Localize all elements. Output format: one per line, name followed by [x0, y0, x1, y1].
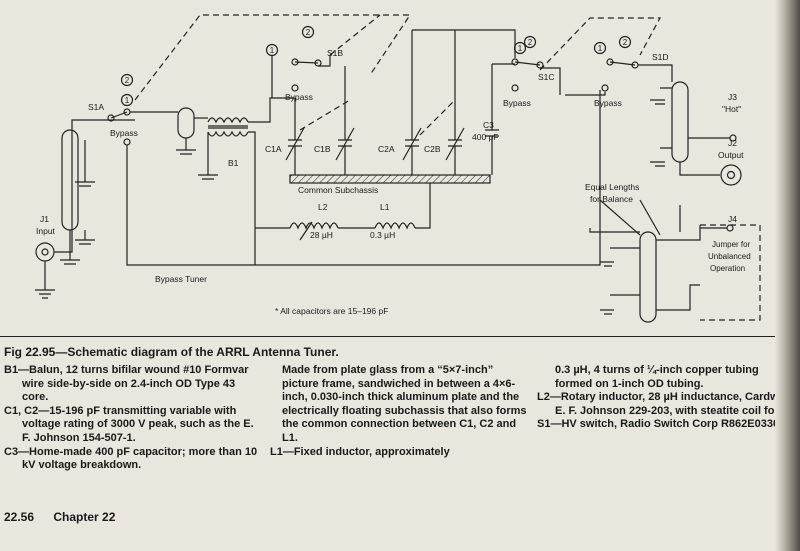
label-jumper-2: Unbalanced [708, 252, 751, 261]
svg-text:1: 1 [270, 46, 275, 55]
capacitor-c2a [402, 30, 422, 175]
label-l2: L2 [318, 202, 328, 212]
output-jack-j2 [720, 164, 742, 186]
label-l1: L1 [380, 202, 390, 212]
label-jumper-3: Operation [710, 264, 745, 273]
label-bypass-tuner: Bypass Tuner [155, 274, 207, 284]
label-l2-value: 28 µH [310, 230, 333, 240]
schematic-labels: S1A 2 1 Bypass S1B 1 2 Bypass B1 C1A C1B… [36, 28, 751, 316]
label-bypass-s1b: Bypass [285, 92, 313, 102]
svg-text:2: 2 [623, 38, 628, 47]
svg-text:2: 2 [125, 76, 130, 85]
part-b1: B1—Balun, 12 turns bifilar wound #10 For… [4, 364, 249, 404]
svg-text:1: 1 [598, 44, 603, 53]
switch-s1d [565, 35, 639, 96]
label-b1: B1 [228, 158, 239, 168]
label-j3: J3 [728, 92, 737, 102]
balun-b1 [198, 97, 295, 265]
label-j1-name: Input [36, 226, 56, 236]
label-l1-value: 0.3 µH [370, 230, 395, 240]
label-s1c: S1C [538, 72, 555, 82]
label-c2a: C2A [378, 144, 395, 154]
input-jack-j1 [35, 242, 55, 299]
svg-text:2: 2 [528, 38, 533, 47]
capacitor-c2b [445, 30, 465, 175]
svg-text:1: 1 [518, 44, 523, 53]
label-c3-value: 400 pF [472, 132, 498, 142]
page-number: 22.56 [4, 510, 35, 524]
label-j4: J4 [728, 214, 737, 224]
figure-caption: Fig 22.95—Schematic diagram of the ARRL … [4, 345, 339, 359]
part-s1: S1—HV switch, Radio Switch Corp R862E033… [537, 418, 795, 431]
hot-terminal-j3 [688, 134, 737, 142]
page-footer: 22.56 Chapter 22 [4, 510, 131, 524]
inductor-l2 [255, 221, 339, 241]
label-j1: J1 [40, 214, 49, 224]
svg-text:1: 1 [125, 96, 130, 105]
label-c1b: C1B [314, 144, 331, 154]
common-subchassis [289, 174, 491, 184]
label-j3-name: "Hot" [722, 104, 741, 114]
part-l2: L2—Rotary inductor, 28 µH inductance, Ca… [537, 391, 792, 417]
scan-page-edge [775, 0, 800, 551]
label-s1b: S1B [327, 48, 343, 58]
capacitor-c3 [485, 64, 499, 175]
label-common-subchassis: Common Subchassis [298, 185, 378, 195]
part-l1-continued: 0.3 µH, 4 turns of ¼-inch copper tubing … [555, 364, 759, 390]
label-equal-lengths: Equal Lengths [585, 182, 639, 192]
part-c3: C3—Home-made 400 pF capacitor; more than… [4, 445, 258, 472]
label-for-balance: for Balance [590, 194, 633, 204]
capacitor-c1a [285, 98, 305, 175]
label-c2b: C2B [424, 144, 441, 154]
part-l1: L1—Fixed inductor, approximately [270, 445, 450, 458]
part-c3-continued: Made from plate glass from a “5×7-inch” … [282, 364, 527, 444]
switch-s1a [107, 73, 255, 266]
label-jumper-1: Jumper for [712, 240, 751, 249]
label-c1a: C1A [265, 144, 282, 154]
label-j2: J2 [728, 138, 737, 148]
switch-s1b [265, 25, 331, 98]
switch-s1c [492, 35, 544, 92]
part-c1-c2: C1, C2—15-196 pF transmitting variable w… [4, 404, 254, 444]
label-j2-name: Output [718, 150, 744, 160]
label-bypass-s1c: Bypass [503, 98, 531, 108]
label-s1d: S1D [652, 52, 669, 62]
parts-list-column-1: B1—Balun, 12 turns bifilar wound #10 For… [4, 364, 264, 473]
label-bypass-s1a: Bypass [110, 128, 138, 138]
capacitor-note: * All capacitors are 15–196 pF [275, 306, 388, 316]
inductor-l1 [338, 183, 431, 230]
schematic-diagram: S1A 2 1 Bypass S1B 1 2 Bypass B1 C1A C1B… [35, 14, 761, 323]
parts-list-column-3: 0.3 µH, 4 turns of ¼-inch copper tubing … [537, 364, 799, 432]
label-bypass-s1d: Bypass [594, 98, 622, 108]
label-c3: C3 [483, 120, 494, 130]
caption-rule [0, 336, 800, 337]
parts-list-column-2: Made from plate glass from a “5×7-inch” … [270, 364, 530, 459]
chapter-label: Chapter 22 [53, 510, 116, 524]
svg-text:2: 2 [306, 28, 311, 37]
capacitor-c1b [335, 66, 355, 175]
label-s1a: S1A [88, 102, 104, 112]
